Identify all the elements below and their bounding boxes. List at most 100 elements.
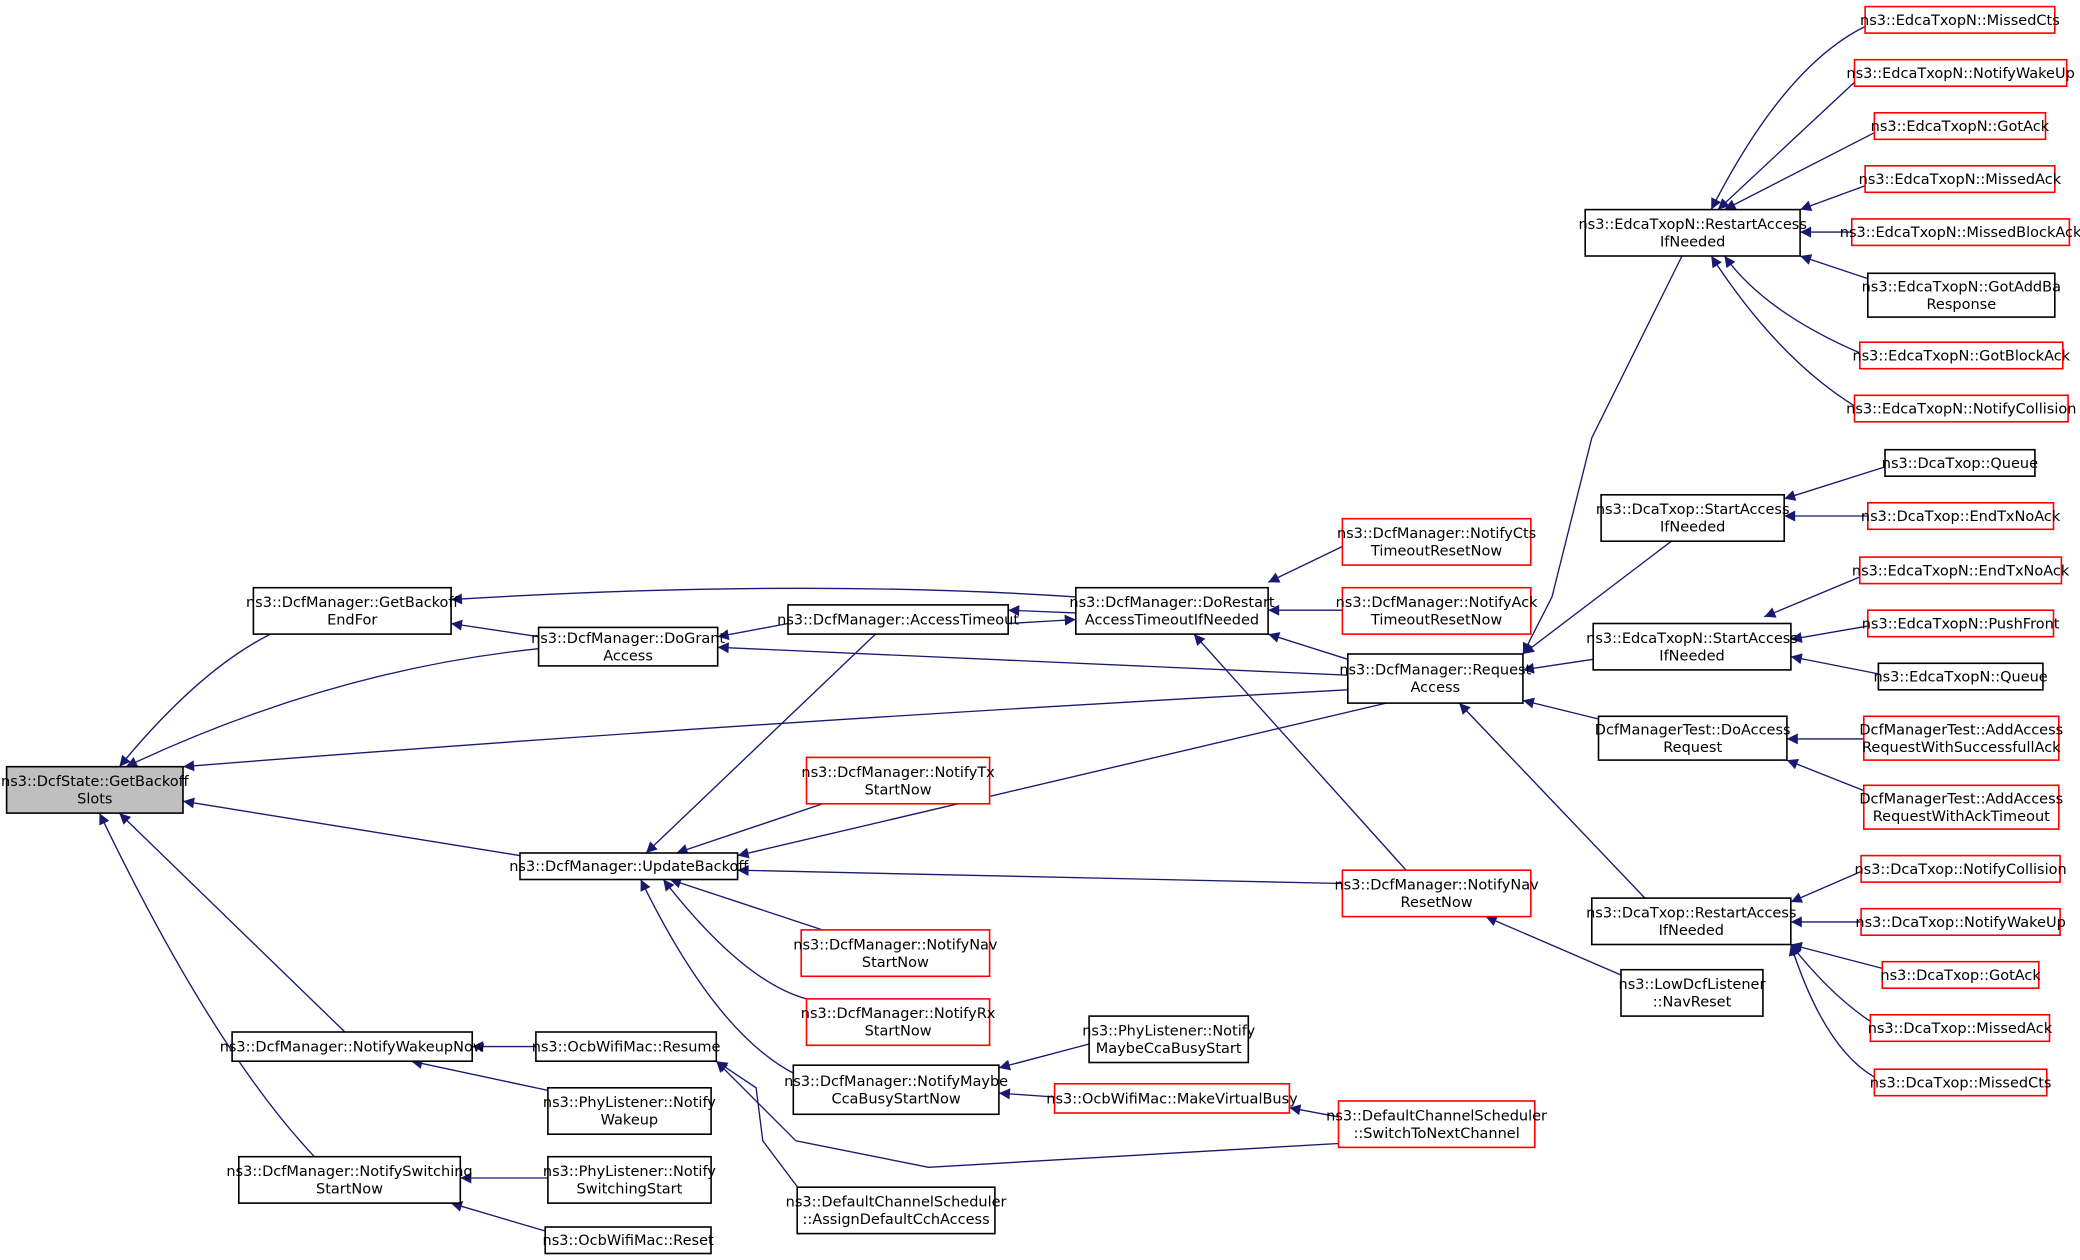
call-edge-phymaybecca-to-notifymaybecca bbox=[998, 1043, 1090, 1071]
node-box bbox=[1851, 218, 2071, 247]
node-notifywakeupnow[interactable]: ns3::DcfManager::NotifyWakeupNow bbox=[220, 1031, 485, 1063]
call-edge-line bbox=[1267, 545, 1343, 583]
node-addaccessacktimeout[interactable]: DcfManagerTest::AddAccessRequestWithAckT… bbox=[1859, 784, 2063, 830]
node-box bbox=[1860, 854, 2061, 883]
call-edge-dcamissedcts-to-dcarestart bbox=[1788, 944, 1875, 1078]
node-box bbox=[1873, 1068, 2048, 1097]
call-edge-line bbox=[717, 622, 789, 641]
node-dcanotifywakeup[interactable]: ns3::DcaTxop::NotifyWakeUp bbox=[1855, 907, 2066, 937]
call-edge-dogrant-to-root bbox=[125, 648, 539, 768]
call-edge-edcarestart-to-requestaccess bbox=[1522, 255, 1683, 655]
call-edge-line bbox=[450, 1201, 546, 1232]
node-label-line: ns3::DcfManager::Request bbox=[1339, 663, 1531, 679]
node-box bbox=[1884, 448, 2036, 478]
node-box bbox=[1853, 58, 2068, 88]
node-edcagotack[interactable]: ns3::EdcaTxopN::GotAck bbox=[1871, 112, 2050, 141]
call-edge-line bbox=[118, 812, 346, 1033]
call-edge-line bbox=[662, 879, 807, 1000]
node-box bbox=[1853, 394, 2069, 423]
call-edge-edcaqueue-to-edcastart bbox=[1790, 653, 1879, 675]
node-updatebackoff[interactable]: ns3::DcfManager::UpdateBackoff bbox=[509, 852, 749, 881]
node-accesstimeout[interactable]: ns3::DcfManager::AccessTimeout bbox=[777, 604, 1019, 635]
node-label-line: IfNeeded bbox=[1660, 235, 1725, 251]
node-makevirtualbusy[interactable]: ns3::OcbWifiMac::MakeVirtualBusy bbox=[1046, 1083, 1298, 1114]
node-dcagotack[interactable]: ns3::DcaTxop::GotAck bbox=[1880, 960, 2041, 990]
node-edcapushfront[interactable]: ns3::EdcaTxopN::PushFront bbox=[1862, 609, 2060, 638]
node-label-line: ns3::DcfManager::NotifyTx bbox=[801, 765, 995, 781]
node-box bbox=[231, 1031, 474, 1063]
node-label-line: StartNow bbox=[862, 955, 929, 971]
node-edcamissedblockack[interactable]: ns3::EdcaTxopN::MissedBlockAck bbox=[1840, 218, 2080, 247]
node-label-line: ::NavReset bbox=[1653, 995, 1732, 1011]
node-label-line: CcaBusyStartNow bbox=[831, 1091, 960, 1107]
node-edcamissedcts[interactable]: ns3::EdcaTxopN::MissedCts bbox=[1860, 5, 2060, 34]
node-edcanotifywakeup[interactable]: ns3::EdcaTxopN::NotifyWakeUp bbox=[1846, 58, 2075, 88]
call-edge-edcagotaddba-to-edcarestart bbox=[1799, 254, 1869, 280]
call-edge-line bbox=[1783, 466, 1886, 501]
node-label-line: Response bbox=[1926, 297, 1996, 313]
node-edcagotblockack[interactable]: ns3::EdcaTxopN::GotBlockAck bbox=[1852, 341, 2071, 370]
node-dorestart[interactable]: ns3::DcfManager::DoRestartAccessTimeoutI… bbox=[1069, 586, 1275, 635]
node-label-line: ns3::DcfManager::UpdateBackoff bbox=[509, 859, 749, 875]
call-edge-addaccessacktimeout-to-dcftestdoaccess bbox=[1786, 759, 1865, 792]
call-edge-line bbox=[1788, 944, 1875, 1078]
call-edge-accesstimeout-to-dorestart bbox=[1008, 614, 1076, 626]
node-edcanotifycollision[interactable]: ns3::EdcaTxopN::NotifyCollision bbox=[1846, 394, 2076, 423]
node-dcamissedcts[interactable]: ns3::DcaTxop::MissedCts bbox=[1870, 1068, 2052, 1097]
node-box bbox=[238, 1155, 462, 1204]
node-notifymaybecca[interactable]: ns3::DcfManager::NotifyMaybeCcaBusyStart… bbox=[784, 1064, 1008, 1116]
node-ocbreset[interactable]: ns3::OcbWifiMac::Reset bbox=[543, 1226, 714, 1255]
node-edcaqueue[interactable]: ns3::EdcaTxopN::Queue bbox=[1873, 662, 2048, 691]
call-edge-line bbox=[1193, 633, 1407, 871]
node-edcaendtxnoack[interactable]: ns3::EdcaTxopN::EndTxNoAck bbox=[1852, 556, 2070, 585]
call-edge-line bbox=[676, 803, 823, 855]
node-label-line: ns3::EdcaTxopN::GotBlockAck bbox=[1852, 348, 2070, 364]
node-label-line: ns3::EdcaTxopN::MissedBlockAck bbox=[1840, 225, 2080, 241]
call-edge-dcarestart-to-requestaccess bbox=[1458, 702, 1646, 899]
call-edge-notifynavreset-to-updatebackoff bbox=[737, 864, 1343, 885]
node-assigndefault[interactable]: ns3::DefaultChannelScheduler::AssignDefa… bbox=[786, 1186, 1007, 1235]
call-edge-line bbox=[1799, 254, 1869, 280]
call-edge-dogrant-to-getbackoffendfor bbox=[450, 619, 539, 638]
node-box bbox=[1341, 586, 1532, 635]
node-phywakeup[interactable]: ns3::PhyListener::NotifyWakeup bbox=[543, 1087, 716, 1136]
node-ocbresume[interactable]: ns3::OcbWifiMac::Resume bbox=[532, 1031, 721, 1063]
node-lowdcfnavreset[interactable]: ns3::LowDcfListener::NavReset bbox=[1619, 968, 1766, 1017]
call-edge-line bbox=[1786, 759, 1865, 792]
call-edge-requestaccess-to-root bbox=[183, 689, 1348, 772]
node-label-line: ns3::DcfManager::NotifyNav bbox=[793, 937, 998, 953]
node-box bbox=[1600, 493, 1785, 542]
node-notifyctstimeout[interactable]: ns3::DcfManager::NotifyCtsTimeoutResetNo… bbox=[1337, 517, 1536, 566]
node-box bbox=[1873, 112, 2047, 141]
node-phymaybecca[interactable]: ns3::PhyListener::NotifyMaybeCcaBusyStar… bbox=[1082, 1015, 1256, 1064]
call-edge-line bbox=[1289, 1104, 1339, 1118]
node-label-line: EndFor bbox=[327, 613, 377, 629]
node-dcaqueue[interactable]: ns3::DcaTxop::Queue bbox=[1882, 448, 2038, 478]
call-edge-edcagotblockack-to-edcarestart bbox=[1723, 255, 1861, 354]
node-addaccesssuccess[interactable]: DcfManagerTest::AddAccessRequestWithSucc… bbox=[1859, 715, 2063, 761]
node-dcaendtxnoack[interactable]: ns3::DcaTxop::EndTxNoAck bbox=[1861, 501, 2061, 531]
node-dcamissedack[interactable]: ns3::DcaTxop::MissedAck bbox=[1868, 1013, 2053, 1043]
node-notifyacktimeout[interactable]: ns3::DcfManager::NotifyAckTimeoutResetNo… bbox=[1336, 586, 1539, 635]
node-box bbox=[1863, 715, 2060, 761]
node-dcanotifycollision[interactable]: ns3::DcaTxop::NotifyCollision bbox=[1854, 854, 2067, 883]
node-edcamissedack[interactable]: ns3::EdcaTxopN::MissedAck bbox=[1859, 165, 2062, 194]
node-switchtonext[interactable]: ns3::DefaultChannelScheduler::SwitchToNe… bbox=[1326, 1100, 1547, 1149]
node-label-line: DcfManagerTest::AddAccess bbox=[1859, 791, 2063, 807]
